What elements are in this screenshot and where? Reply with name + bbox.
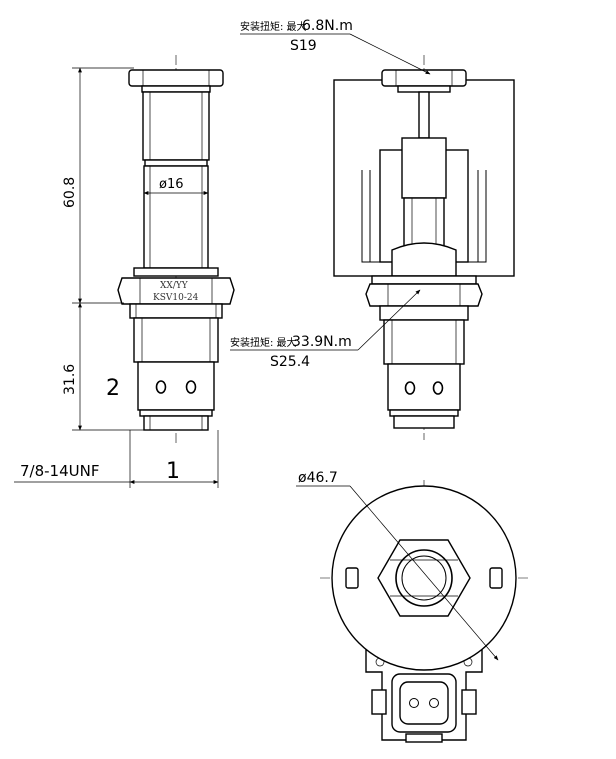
nut-marking-top: XX/YY: [160, 281, 189, 291]
height-lower-label: 31.6: [62, 364, 78, 395]
body-hex-nut-icon: XX/YY KSV10-24: [117, 277, 235, 305]
top-view: ø46.7: [296, 470, 528, 743]
port-2-label: 2: [106, 376, 120, 401]
torque-top-value: 6.8N.m: [302, 18, 353, 34]
torque-top-size: S19: [290, 38, 317, 54]
nut-marking-bottom: KSV10-24: [153, 293, 199, 303]
thread-label: 7/8-14UNF: [20, 462, 99, 480]
height-upper-label: 60.8: [62, 177, 78, 208]
coil-body-nut-icon: [365, 283, 483, 307]
connector-icon: [365, 649, 483, 743]
torque-bottom-size: S25.4: [270, 354, 310, 370]
torque-bottom-prefix: 安装扭矩: 最大: [230, 336, 297, 349]
torque-bottom-value: 33.9N.m: [292, 334, 352, 350]
top-hex-nut-icon: [128, 69, 224, 93]
top-hex-icon: [377, 539, 471, 617]
port-hole-icon: [155, 380, 197, 394]
diameter-stem-label: ø16: [159, 177, 184, 192]
torque-top-prefix: 安装扭矩: 最大: [240, 20, 307, 33]
port-1-label: 1: [166, 459, 180, 484]
diameter-coil-label: ø46.7: [298, 470, 338, 486]
coil-view: 安装扭矩: 最大 6.8N.m S19 安装扭矩: 最大 33.9N.m S25…: [230, 18, 515, 440]
side-view: ø16 XX/YY KSV10-24 60: [14, 55, 235, 488]
